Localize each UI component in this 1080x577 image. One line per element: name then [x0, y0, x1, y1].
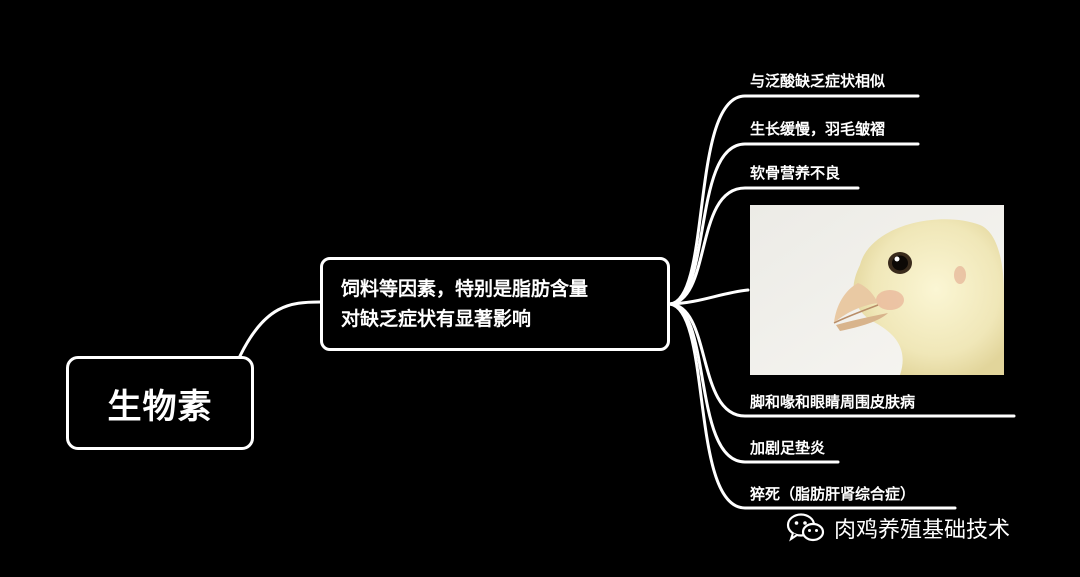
wechat-icon — [786, 513, 825, 542]
chick-photo — [750, 205, 1004, 375]
symptom-3[interactable]: 软骨营养不良 — [750, 164, 841, 182]
symptom-1[interactable]: 与泛酸缺乏症状相似 — [750, 72, 886, 90]
link-symptom-3 — [668, 186, 860, 306]
link-symptom-1 — [668, 94, 920, 306]
link-photo — [668, 288, 750, 306]
root-label: 生物素 — [107, 386, 213, 427]
symptom-4[interactable]: 脚和喙和眼睛周围皮肤病 — [750, 393, 916, 411]
watermark: 肉鸡养殖基础技术 — [786, 512, 1010, 544]
symptom-5[interactable]: 加剧足垫炎 — [750, 439, 826, 457]
link-symptom-2 — [668, 142, 920, 306]
link-symptom-4 — [668, 302, 1016, 418]
factor-node[interactable]: 饲料等因素，特别是脂肪含量 对缺乏症状有显著影响 — [320, 257, 670, 351]
factor-line-2: 对缺乏症状有显著影响 — [341, 308, 532, 330]
link-root-factor — [238, 300, 322, 358]
symptom-6[interactable]: 猝死（脂肪肝肾综合症） — [750, 485, 916, 503]
symptom-2[interactable]: 生长缓慢，羽毛皱褶 — [750, 120, 886, 138]
root-node[interactable]: 生物素 — [66, 356, 254, 450]
factor-line-1: 饲料等因素，特别是脂肪含量 — [341, 278, 589, 300]
watermark-text: 肉鸡养殖基础技术 — [834, 518, 1011, 543]
chick-head-icon — [750, 205, 1004, 375]
link-symptom-6 — [668, 302, 957, 510]
